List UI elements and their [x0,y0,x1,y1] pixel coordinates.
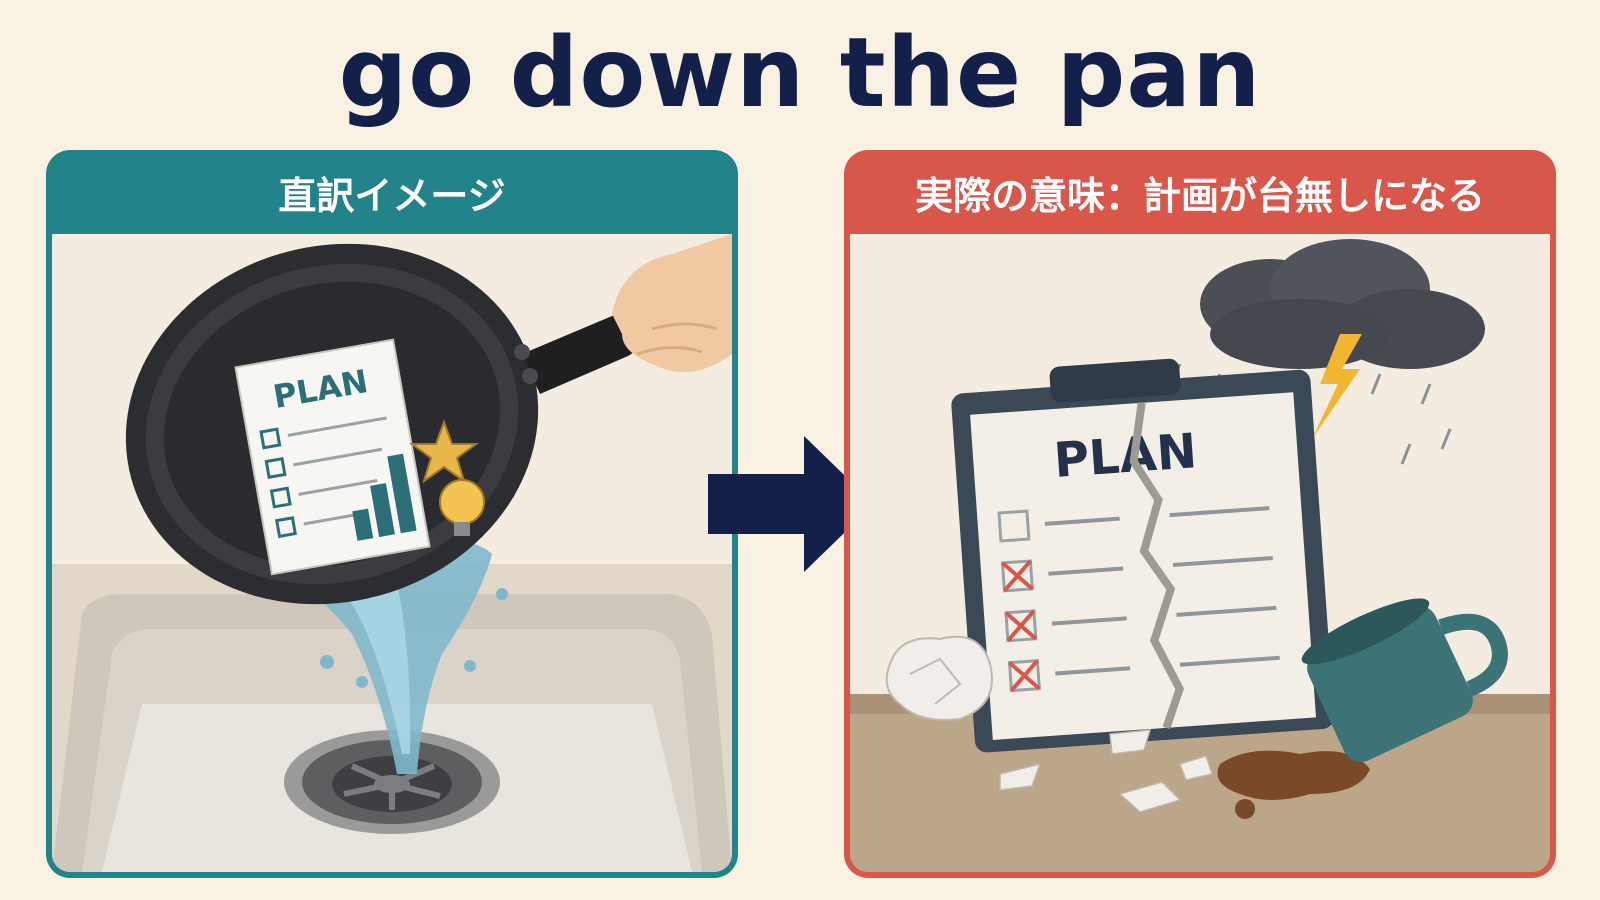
actual-meaning-header: 実際の意味：計画が台無しになる [914,173,1485,218]
crumpled-paper-icon [885,635,993,721]
coffee-spill [1217,750,1370,800]
literal-image-header: 直訳イメージ [278,173,506,218]
arrow-right-icon [708,436,874,572]
lightbulb-icon [439,479,485,536]
tear-icon [1129,402,1185,730]
literal-image-illustration: PLAN [52,234,732,872]
drain-icon [284,730,500,834]
actual-meaning-illustration: PLAN [850,234,1550,872]
clipboard-plan-label: PLAN [1052,423,1199,489]
storm-cloud-icon [1200,239,1485,369]
star-icon [408,419,480,484]
mug-icon [1301,598,1508,763]
actual-meaning-panel: 実際の意味：計画が台無しになる [844,150,1556,878]
hand-icon [612,234,732,372]
page-title: go down the pan [338,17,1262,129]
lightning-icon [1312,334,1362,439]
literal-image-panel: 直訳イメージ [46,150,738,878]
clipboard-icon: PLAN [951,358,1335,753]
paper-scraps [999,729,1213,813]
plan-paper-icon: PLAN [234,338,431,576]
pan-into-sink-illustration: PLAN [52,234,732,872]
ruined-plan-illustration: PLAN [850,234,1550,872]
